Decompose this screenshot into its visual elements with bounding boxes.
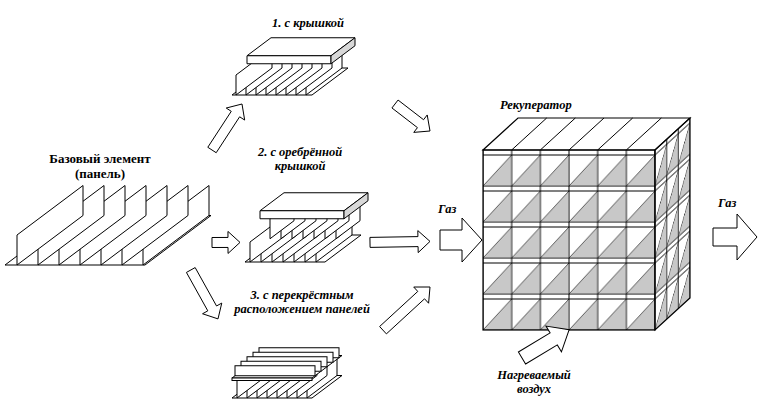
fin [59, 186, 125, 266]
cover-fin [325, 201, 349, 239]
cover-fin [314, 201, 338, 239]
cube-top-line [540, 118, 575, 150]
fin [306, 48, 342, 95]
gas-outlet-arrow [713, 214, 757, 260]
cover-fin [303, 201, 327, 239]
fin [38, 186, 104, 266]
fin [247, 358, 277, 399]
fin [297, 358, 327, 399]
fin [237, 358, 267, 399]
cube-side [655, 118, 690, 330]
flow-label: Газ [718, 196, 758, 210]
fin [296, 48, 332, 95]
fin [17, 186, 83, 266]
cube-top-line [569, 118, 604, 150]
cross-fin [253, 352, 333, 362]
cube-top-line [598, 118, 633, 150]
cube-top-line [626, 118, 661, 150]
cover-top [247, 38, 355, 56]
cover-fin [270, 201, 294, 239]
part-caption: Рекуператор [500, 98, 630, 112]
fin [236, 48, 272, 95]
cover-front [247, 56, 331, 64]
cover-side [344, 193, 368, 219]
crossed-panels-drawing [232, 348, 342, 398]
fin [266, 48, 302, 95]
fin [307, 358, 337, 399]
cross-fin [247, 357, 327, 367]
cover-fin [281, 201, 305, 239]
fin [272, 215, 308, 262]
block-arrow [392, 100, 430, 132]
cover-side [331, 38, 355, 64]
fin [250, 215, 286, 262]
flow-label: Нагреваемый воздух [484, 368, 584, 396]
block-arrow [380, 287, 430, 334]
fin [305, 215, 341, 262]
cover-fin [336, 201, 360, 239]
cover-fin [292, 201, 316, 239]
illustrated-element: Рекуператор [430, 95, 695, 335]
fin [286, 48, 322, 95]
base-panel-drawing [5, 186, 211, 266]
upper-plate [232, 356, 342, 379]
part-caption: 1. с крышкой [233, 16, 383, 30]
illustrated-element: Базовый элемент (панель) [0, 145, 212, 270]
cross-fin [241, 361, 321, 371]
base-plate [245, 235, 361, 262]
gas-inlet-arrow [440, 218, 482, 262]
flow-label: Газ [438, 202, 478, 216]
upper-plate-edge [232, 378, 312, 381]
block-arrow [212, 231, 240, 253]
fin [257, 358, 287, 399]
illustrated-element: 1. с крышкой [215, 12, 395, 104]
air-inlet-arrow [514, 317, 577, 371]
fin [122, 186, 188, 266]
block-arrow [370, 231, 430, 253]
part-caption: 2. с оребрённой крышкой [250, 145, 350, 173]
fin [277, 358, 307, 399]
base-plate [5, 216, 211, 266]
cover-front [260, 211, 344, 219]
part-caption: Базовый элемент (панель) [35, 151, 165, 181]
fin [294, 215, 330, 262]
cube-top [483, 118, 690, 150]
fin [246, 48, 282, 95]
block-arrow [186, 268, 221, 319]
block-arrow [208, 104, 245, 153]
fin [143, 186, 209, 266]
cube-front [483, 150, 655, 330]
cover-top [260, 193, 368, 211]
base-plate [232, 68, 348, 95]
fin [283, 215, 319, 262]
fin [256, 48, 292, 95]
part-caption: 3. с перекрёстным расположением панелей [223, 288, 381, 316]
cross-fin [259, 348, 339, 358]
fin [316, 215, 352, 262]
fin [261, 215, 297, 262]
recuperator-cube [483, 118, 690, 330]
ribbed-cover-drawing [245, 193, 368, 262]
fin [276, 48, 312, 95]
fin [267, 358, 297, 399]
illustrated-element: 3. с перекрёстным расположением панелей [218, 285, 383, 398]
illustrated-element: 2. с оребрённой крышкой [240, 140, 370, 268]
covered-panel-drawing [232, 38, 355, 95]
fin [101, 186, 167, 266]
cube-top-line [512, 118, 547, 150]
fin [287, 358, 317, 399]
fin [80, 186, 146, 266]
base-plate [232, 376, 342, 399]
cross-fin [235, 366, 315, 376]
